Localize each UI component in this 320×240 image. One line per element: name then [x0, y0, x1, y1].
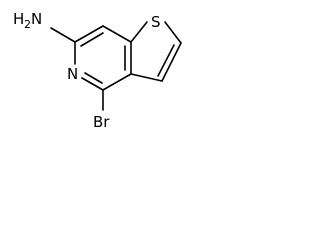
nitrogen-atom-label: N: [67, 65, 78, 83]
amine-subscript-2: 2: [24, 18, 31, 31]
sulfur-atom-label: S: [151, 13, 161, 31]
chemical-structure: S N Br H 2 N: [13, 10, 182, 131]
double-bond-c2-c3-inner: [157, 44, 175, 77]
bromine-atom-label: Br: [93, 113, 110, 131]
bond-c7a-s1: [130, 21, 148, 43]
bond-c2-c3: [161, 42, 182, 82]
amine-n-label: N: [31, 10, 42, 28]
bond-c3a-c4: [102, 73, 132, 91]
bond-c7-c7a: [102, 25, 132, 43]
bond-c4-n5: [81, 77, 104, 91]
bond-c6-c7: [74, 25, 104, 43]
amine-h-label: H: [13, 10, 24, 28]
bond-c6-nh2: [50, 27, 76, 43]
bond-s1-c2: [164, 21, 182, 44]
structure-canvas: S N Br H 2 N: [0, 0, 194, 138]
double-bond-c4-n5-inner: [84, 72, 103, 84]
bond-c3-c3a: [130, 73, 163, 82]
double-bond-c6-c7-inner: [80, 32, 104, 47]
